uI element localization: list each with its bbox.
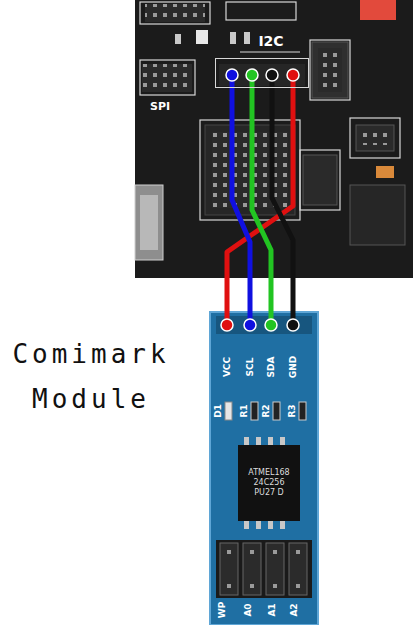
jumper-label: A0 (244, 603, 253, 616)
connector (312, 42, 348, 98)
red-jumper (360, 0, 396, 20)
jumper-label: A2 (290, 603, 299, 616)
module-pcb (210, 312, 318, 625)
sd-card (140, 195, 158, 250)
sd-card-slot (135, 185, 163, 260)
jumper-label: A1 (268, 603, 277, 616)
pin-label: GND (289, 356, 298, 378)
eeprom-chip: ATMEL168 24C256 PU27 D (238, 445, 300, 521)
spi-header (142, 64, 192, 92)
header-label: I2C (216, 33, 308, 49)
connector (303, 155, 337, 205)
jumper (356, 125, 394, 151)
chip-marking: ATMEL168 24C256 PU27 D (242, 468, 296, 498)
pin-label: VCC (223, 357, 232, 377)
module-title: Comimark Module (2, 332, 180, 422)
connector (350, 185, 405, 245)
blue-wire (232, 88, 250, 312)
i2c-header: I2C (215, 58, 309, 88)
jumper-header (216, 540, 312, 598)
module-pins (216, 312, 312, 334)
jumper-label: WP (218, 602, 227, 619)
smd-parts (225, 402, 306, 420)
black-wire (272, 88, 293, 312)
pin-label: SCL (246, 358, 255, 377)
i2c-pins (219, 64, 305, 88)
capacitor (376, 166, 394, 178)
component-label: R1 (240, 404, 249, 417)
circuit-board: SPI I2C (135, 0, 413, 278)
jumper-pins (363, 131, 387, 145)
silkscreen-label: SPI (150, 100, 190, 113)
green-wire (252, 88, 271, 312)
component-label: D1 (214, 404, 223, 418)
pin-label: SDA (267, 357, 276, 378)
component-label: R2 (262, 404, 271, 417)
connector-pins (318, 48, 342, 92)
smd-components (175, 30, 250, 44)
red-wire (227, 88, 293, 312)
pin-header (145, 4, 205, 22)
component-label: R3 (288, 404, 297, 417)
